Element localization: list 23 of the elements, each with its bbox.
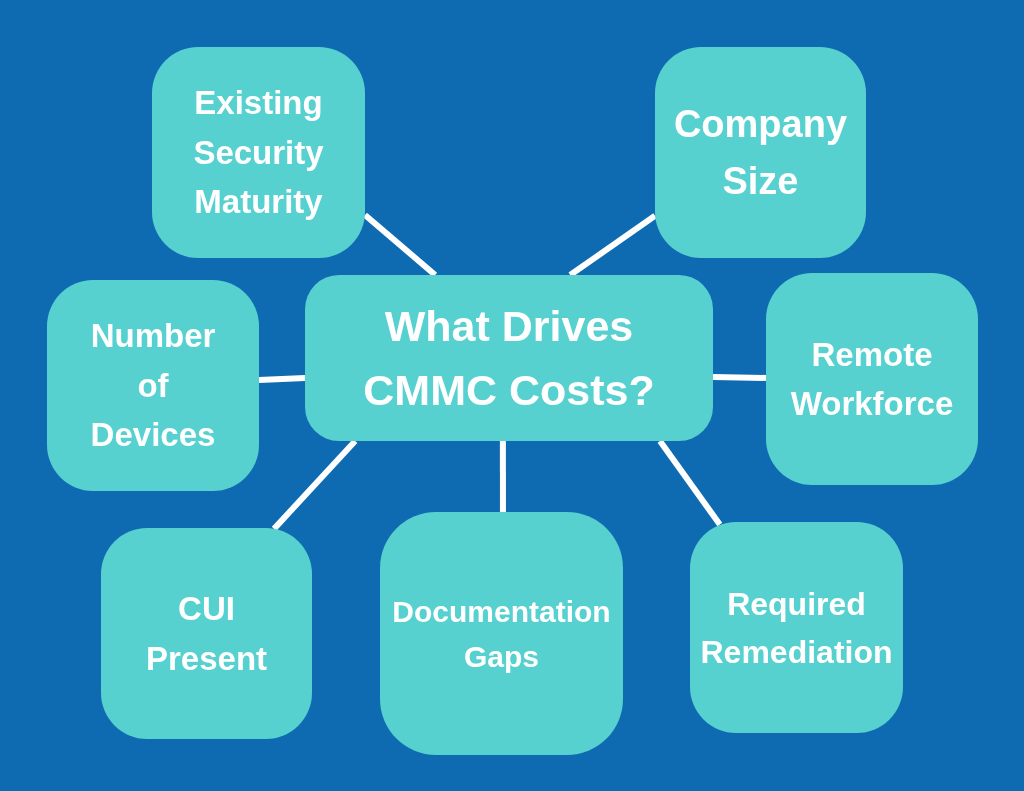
factor-box bbox=[766, 273, 978, 485]
factor-box bbox=[47, 280, 259, 491]
factor-box bbox=[655, 47, 866, 258]
factor-label: Required Remediation bbox=[699, 584, 894, 672]
factor-label: Documentation Gaps bbox=[391, 593, 612, 675]
connector-line bbox=[499, 441, 506, 512]
connector-line bbox=[568, 213, 657, 278]
factor-label: Existing Security Maturity bbox=[192, 83, 325, 223]
connector-line bbox=[657, 439, 723, 527]
topic-box bbox=[305, 275, 713, 441]
factor-label: Number of Devices bbox=[89, 316, 217, 456]
factor-box bbox=[380, 512, 623, 755]
factor-box bbox=[152, 47, 365, 258]
connector-line bbox=[258, 374, 306, 383]
factor-box bbox=[101, 528, 312, 739]
factor-label: CUI Present bbox=[144, 589, 269, 679]
connector-line bbox=[363, 212, 438, 278]
factor-label: Company Size bbox=[672, 101, 849, 204]
factor-label: Remote Workforce bbox=[789, 334, 955, 424]
factor-box bbox=[690, 522, 903, 733]
topic-title: What Drives CMMC Costs? bbox=[362, 300, 656, 416]
connector-line bbox=[712, 373, 767, 381]
connector-line bbox=[271, 438, 358, 531]
